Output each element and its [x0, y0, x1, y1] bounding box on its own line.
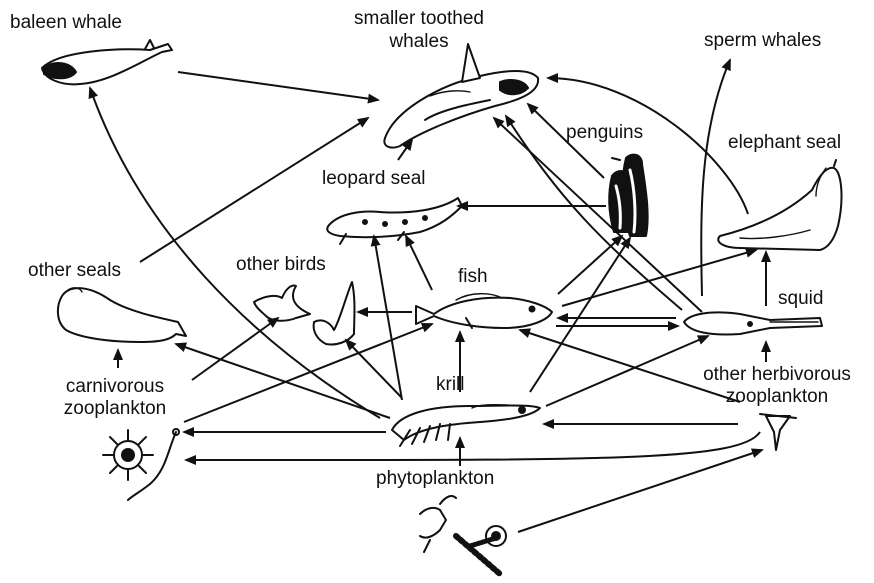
label-other-herbivorous-zooplankton-line2: zooplankton — [684, 386, 870, 408]
arrow-elephant-to-toothed — [548, 78, 748, 214]
arrow-herbzoo-to-carnzoo — [186, 432, 760, 460]
label-baleen-whale: baleen whale — [10, 12, 122, 34]
label-fish: fish — [458, 266, 488, 288]
bird-icon — [254, 282, 355, 345]
squid-icon — [684, 312, 822, 334]
label-phytoplankton: phytoplankton — [376, 468, 494, 490]
arrow-krill-to-otherseals — [176, 344, 390, 418]
arrow-carnzoo-to-birds — [192, 318, 278, 380]
penguin-icon — [609, 155, 647, 236]
leopard-seal-icon — [327, 198, 462, 244]
arrow-fish-to-elephant — [562, 250, 756, 306]
label-sperm-whales: sperm whales — [704, 30, 821, 52]
fish-icon — [416, 294, 552, 328]
toothed-whale-icon — [384, 44, 538, 148]
label-carnivorous-zooplankton-line2: zooplankton — [40, 398, 190, 420]
label-elephant-seal: elephant seal — [728, 132, 841, 154]
label-leopard-seal: leopard seal — [322, 168, 426, 190]
carnivorous-zooplankton-icon — [103, 429, 179, 500]
arrow-fish-to-leopard — [406, 236, 432, 290]
label-carnivorous-zooplankton-line1: carnivorous — [40, 376, 190, 398]
label-smaller-toothed-whales-line1: smaller toothed — [336, 8, 502, 30]
elephant-seal-icon — [718, 160, 841, 250]
other-seal-icon — [58, 288, 186, 342]
label-smaller-toothed-whales-line2: whales — [336, 31, 502, 53]
label-other-birds: other birds — [236, 254, 326, 276]
label-other-herbivorous-zooplankton-line1: other herbivorous — [684, 364, 870, 386]
label-penguins: penguins — [566, 122, 643, 144]
arrow-baleen-to-toothed — [178, 72, 378, 100]
baleen-whale-icon — [42, 40, 172, 84]
herbivorous-zooplankton-icon — [760, 414, 796, 450]
arrow-fish-to-toothed — [506, 116, 682, 310]
phytoplankton-icon — [420, 496, 506, 574]
arrow-krill-to-leopard — [374, 236, 402, 400]
label-squid: squid — [778, 288, 823, 310]
arrow-squid-to-sperm — [701, 60, 730, 296]
label-other-seals: other seals — [28, 260, 121, 282]
arrow-phyto-to-herbzoo — [518, 450, 762, 532]
label-krill: krill — [436, 374, 465, 396]
krill-icon — [392, 405, 540, 446]
arrow-carnzoo-to-fish — [184, 324, 432, 422]
arrow-squid-to-toothed — [494, 118, 702, 312]
